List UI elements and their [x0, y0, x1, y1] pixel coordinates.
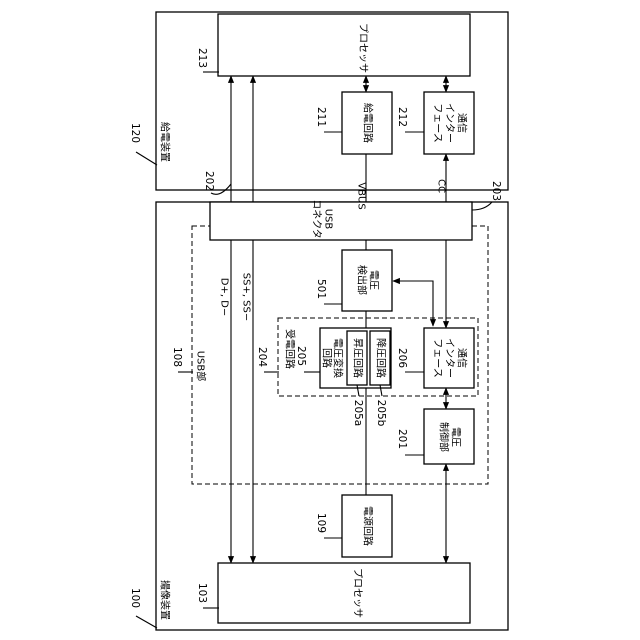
- usb-connector-box: [210, 202, 472, 240]
- svg-text:フェース: フェース: [432, 338, 443, 378]
- step-down-label: 降圧回路: [375, 338, 388, 378]
- svg-text:通信: 通信: [456, 113, 468, 133]
- ref-120-leader: [136, 152, 157, 165]
- svg-text:検出部: 検出部: [356, 265, 369, 295]
- ref-120: 120: [129, 123, 141, 143]
- power-receiving-name: 受電回路: [284, 329, 297, 369]
- svg-text:インター: インター: [444, 338, 456, 378]
- ref-204: 204: [256, 347, 268, 367]
- ref-501: 501: [315, 279, 327, 299]
- ref-213: 213: [196, 48, 208, 68]
- ref-103: 103: [196, 583, 208, 603]
- processor-top-box: [218, 14, 470, 76]
- processor-bottom-box: [218, 563, 470, 623]
- usb-unit-name: USB部: [195, 351, 208, 382]
- power-supply-device-name: 給電装置: [159, 122, 172, 162]
- ref-100-leader: [136, 616, 157, 628]
- ref-212: 212: [396, 107, 408, 127]
- cc-label: CC: [436, 179, 447, 193]
- svg-text:USB: USB: [323, 209, 334, 230]
- detector-to-comm-if-line: [393, 281, 433, 326]
- ref-202: 202: [203, 171, 215, 191]
- step-up-label: 昇圧回路: [352, 338, 365, 378]
- svg-text:電圧: 電圧: [368, 270, 380, 290]
- ref-203-leader: [472, 202, 492, 210]
- svg-text:制御部: 制御部: [438, 422, 451, 452]
- power-feed-circuit-label: 給電回路: [362, 103, 375, 143]
- svg-text:通信: 通信: [456, 348, 468, 368]
- ref-205: 205: [295, 346, 307, 366]
- ref-100: 100: [129, 588, 141, 608]
- power-circuit-label: 電源回路: [362, 506, 375, 546]
- processor-top-label: プロセッサ: [357, 23, 369, 73]
- ref-205b: 205b: [375, 400, 387, 427]
- ref-201: 201: [396, 429, 408, 449]
- svg-text:インター: インター: [444, 103, 456, 143]
- ref-211: 211: [315, 107, 327, 127]
- svg-text:電圧: 電圧: [450, 427, 462, 447]
- data-signal-label: D+, D−: [219, 278, 230, 317]
- ref-108: 108: [171, 347, 183, 367]
- superspeed-signal-label: SS+, SS−: [241, 273, 252, 322]
- svg-text:フェース: フェース: [432, 103, 443, 143]
- svg-text:回路: 回路: [321, 348, 334, 368]
- ref-205a: 205a: [352, 400, 364, 426]
- ref-206: 206: [396, 348, 408, 368]
- ref-203: 203: [490, 181, 502, 201]
- processor-bottom-label: プロセッサ: [352, 568, 364, 618]
- svg-text:コネクタ: コネクタ: [311, 199, 323, 239]
- ref-109: 109: [315, 513, 327, 533]
- svg-text:電圧変換: 電圧変換: [332, 338, 345, 378]
- vbus-label: VBUS: [356, 182, 367, 209]
- imaging-device-name: 撮像装置: [159, 580, 172, 620]
